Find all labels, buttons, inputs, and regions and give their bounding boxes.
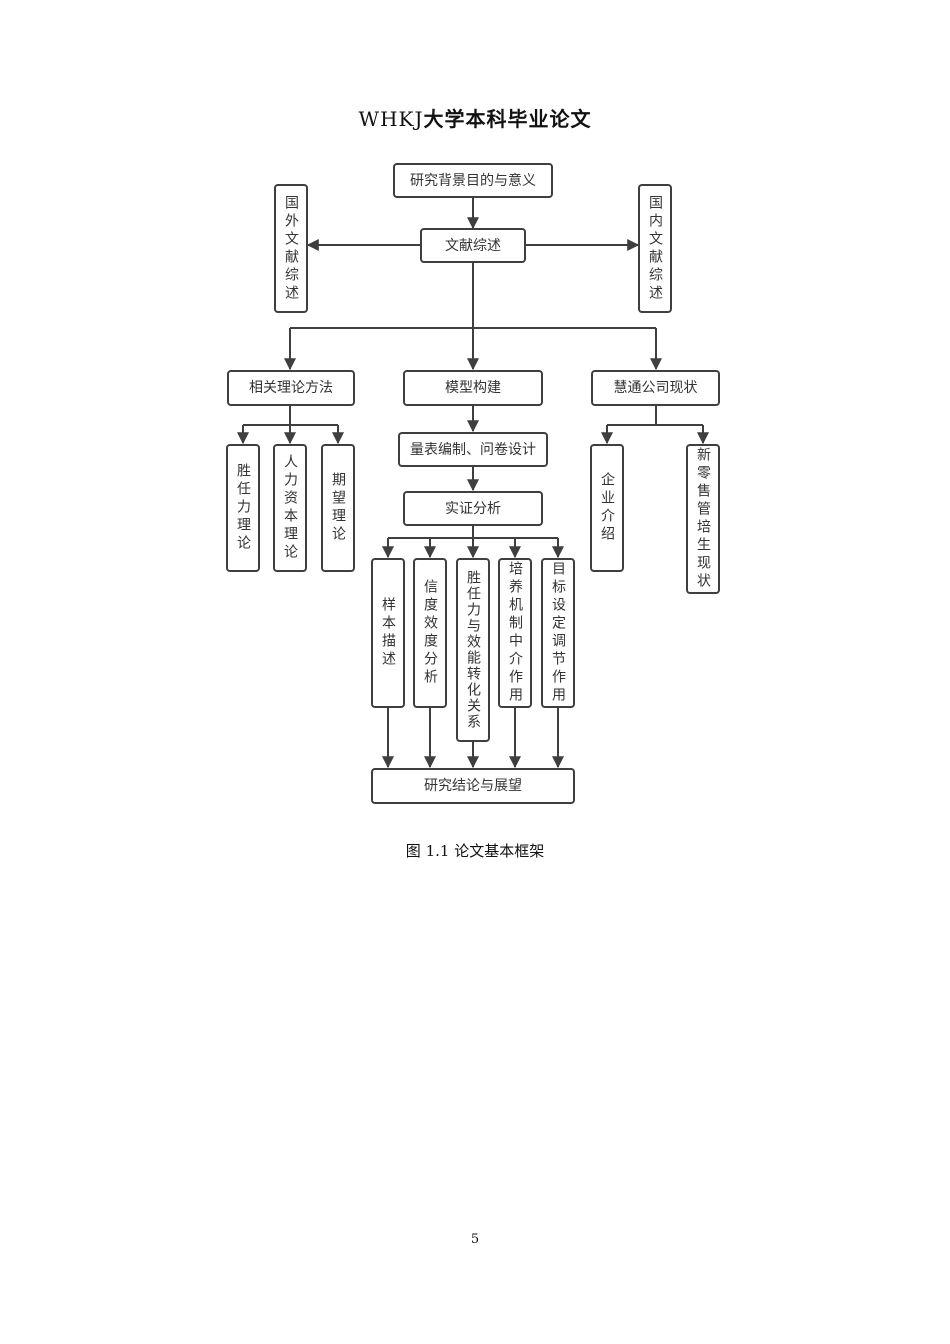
node-scale: 量表编制、问卷设计 [398,432,548,467]
figure-caption: 图 1.1 论文基本框架 [405,842,545,860]
node-theory: 相关理论方法 [227,370,355,406]
node-literature: 文献综述 [420,228,526,263]
page-number: 5 [470,1232,480,1247]
node-theory-item-3: 期望理论 [321,444,355,572]
page-header: WHKJ大学本科毕业论文 [0,103,950,132]
node-conclusion: 研究结论与展望 [371,768,575,804]
node-empirical: 实证分析 [403,491,543,526]
node-empirical-item-2: 信度效度分析 [413,558,447,708]
node-company-item-2: 新零售管培生现状 [686,444,720,594]
node-company: 慧通公司现状 [591,370,720,406]
header-title: 大学本科毕业论文 [423,107,592,131]
node-model: 模型构建 [403,370,543,406]
node-empirical-item-1: 样本描述 [371,558,405,708]
node-company-item-1: 企业介绍 [590,444,624,572]
node-theory-item-1: 胜任力理论 [226,444,260,572]
node-empirical-item-3: 胜任力与效能转化关系 [456,558,490,742]
node-empirical-item-5: 目标设定调节作用 [541,558,575,708]
node-foreign-lit: 国外文献综述 [274,184,308,313]
header-prefix: WHKJ [358,107,424,131]
node-background: 研究背景目的与意义 [393,163,553,198]
node-theory-item-2: 人力资本理论 [273,444,307,572]
node-empirical-item-4: 培养机制中介作用 [498,558,532,708]
node-domestic-lit: 国内文献综述 [638,184,672,313]
